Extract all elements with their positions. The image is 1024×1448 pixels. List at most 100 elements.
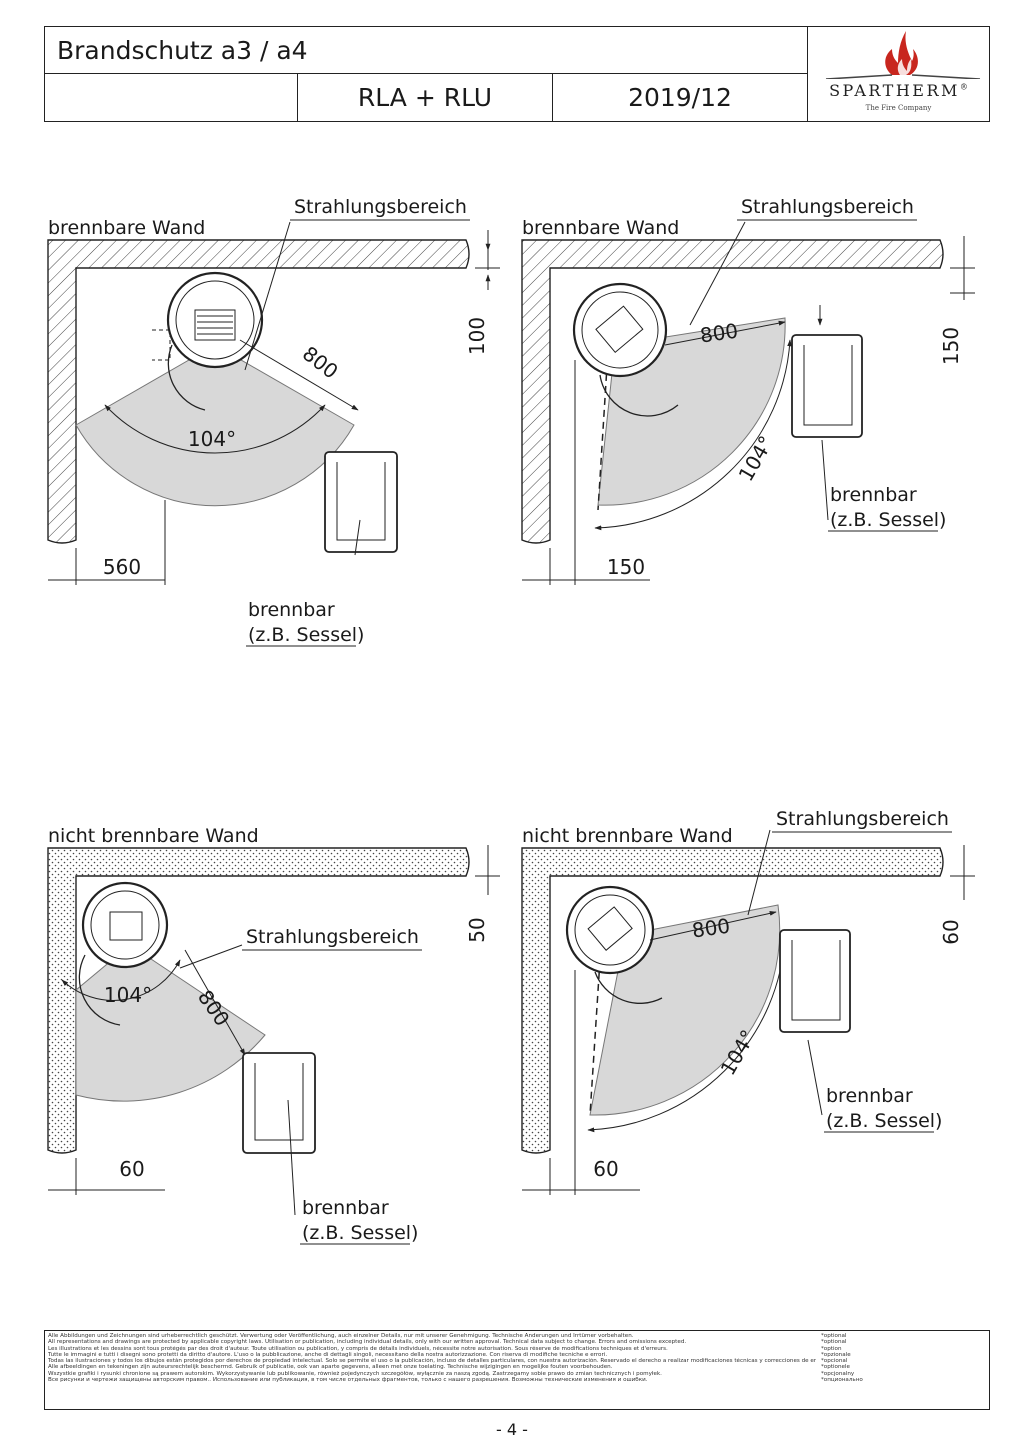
- dim-back-value: 60: [939, 919, 963, 944]
- dim-back-value: 150: [939, 327, 963, 365]
- angle-value: 104°: [188, 427, 236, 451]
- angle-arc: [594, 339, 793, 531]
- angle-value: 104°: [104, 983, 152, 1007]
- combustible-label: brennbar: [248, 599, 335, 621]
- dim-radius-value: 800: [298, 341, 343, 383]
- non-combustible-wall: [47, 847, 470, 1154]
- leader-radiation: [244, 221, 291, 371]
- dim-radius-value: 800: [690, 914, 731, 943]
- optional-nl: *optionele: [821, 1364, 850, 1371]
- diagram-3: nicht brennbare Wand Strahlungsbereich 5…: [47, 825, 500, 1245]
- armchair-seat: [254, 1063, 304, 1141]
- legal-line-it: Tutte le immagini e tutti i disegni sono…: [48, 1351, 608, 1358]
- armchair-seat: [803, 345, 853, 426]
- dim-side-value: 560: [103, 555, 141, 579]
- armchair-seat: [791, 940, 841, 1021]
- legal-line-en: All representations and drawings are pro…: [48, 1339, 687, 1346]
- flame-icon: [825, 31, 981, 80]
- legal-line-pl: Wszystkie grafiki i rysunki chronione są…: [48, 1370, 662, 1377]
- leader-combustible: [807, 1039, 823, 1116]
- dim-line-radius: [184, 949, 246, 1056]
- combustible-example: (z.B. Sessel): [302, 1222, 418, 1244]
- logo-name: SPARTHERM®: [829, 81, 968, 100]
- dim-line-radius: [664, 320, 786, 346]
- optional-de: *optional: [821, 1333, 847, 1339]
- stove-grate: [595, 305, 644, 353]
- dim-back-value: 50: [465, 917, 489, 942]
- optional-legend: *optional *optional *option *opzionale *…: [821, 1333, 981, 1383]
- title-block: Brandschutz a3 / a4 RLA + RLU 2019/12 SP…: [44, 26, 990, 122]
- stove-inner-ring: [574, 894, 646, 966]
- diagram-1: brennbare Wand Strahlungsbereich 100 800…: [47, 196, 500, 647]
- leader-radiation: [747, 829, 771, 916]
- wall-label: brennbare Wand: [522, 217, 679, 239]
- optional-en: *optional: [821, 1339, 847, 1346]
- legal-line-fr: Les illustrations et les dessins sont to…: [48, 1345, 668, 1352]
- leader-radiation: [689, 221, 746, 326]
- stove-body: [572, 282, 668, 378]
- armchair: [779, 929, 851, 1033]
- combustible-label: brennbar: [830, 484, 917, 506]
- angle-arc: [587, 934, 788, 1133]
- dim-back-value: 100: [465, 317, 489, 355]
- page-number: - 4 -: [496, 1420, 528, 1439]
- dim-line-radius: [239, 339, 359, 411]
- grate-bars: [197, 315, 233, 335]
- non-combustible-wall: [521, 847, 944, 1154]
- door-swing: [167, 344, 206, 411]
- combustible-example: (z.B. Sessel): [248, 624, 364, 646]
- stove-grate: [194, 309, 236, 341]
- legal-line-nl: Alle afbeeldingen en tekeningen zijn aut…: [48, 1364, 613, 1371]
- wall-label: nicht brennbare Wand: [48, 825, 259, 847]
- optional-es: *opcional: [821, 1358, 848, 1365]
- angle-arc: [61, 959, 181, 1001]
- combustible-wall: [47, 239, 470, 544]
- leader-combustible: [287, 1099, 296, 1216]
- stove-body: [166, 271, 264, 369]
- stove-grate: [109, 911, 143, 941]
- model-label: RLA + RLU: [298, 74, 553, 121]
- legal-line-de: Alle Abbildungen und Zeichnungen sind ur…: [48, 1333, 634, 1339]
- legal-line-ru: Все рисунки и чертежи защищены авторским…: [48, 1377, 648, 1384]
- stove-inner-ring: [90, 890, 160, 960]
- dim-side-value: 60: [593, 1157, 618, 1181]
- armchair-seat: [336, 462, 386, 541]
- dim-radius-value: 800: [698, 319, 739, 348]
- spartherm-logo: SPARTHERM® The Fire Company: [808, 27, 989, 121]
- zone-edge-dashed: [589, 959, 601, 1116]
- armchair: [791, 334, 863, 438]
- stove-grate: [587, 906, 633, 951]
- dim-line-radius: [649, 910, 777, 941]
- legal-line-es: Todas las ilustraciones y todos los dibu…: [48, 1358, 816, 1365]
- door-swing: [594, 971, 663, 1004]
- date-label: 2019/12: [553, 74, 808, 121]
- combustible-example: (z.B. Sessel): [826, 1110, 942, 1132]
- stove-inner-ring: [175, 280, 255, 360]
- wall-label: nicht brennbare Wand: [522, 825, 733, 847]
- logo-tagline: The Fire Company: [865, 104, 932, 112]
- door-swing: [599, 374, 679, 417]
- dim-side-value: 150: [607, 555, 645, 579]
- radiation-label: Strahlungsbereich: [776, 808, 949, 830]
- combustible-label: brennbar: [826, 1085, 913, 1107]
- wall-label: brennbare Wand: [48, 217, 205, 239]
- empty-cell: [45, 74, 298, 121]
- combustible-example: (z.B. Sessel): [830, 509, 946, 531]
- leader-combustible: [821, 439, 829, 521]
- optional-pl: *opcjonalny: [821, 1370, 855, 1377]
- stove-body: [565, 885, 655, 975]
- armchair: [242, 1052, 316, 1154]
- legal-footer: Alle Abbildungen und Zeichnungen sind ur…: [44, 1330, 990, 1410]
- armchair: [324, 451, 398, 553]
- zone-edge-dashed: [597, 349, 609, 511]
- angle-arc: [104, 404, 326, 454]
- radiation-zone: [75, 944, 266, 1102]
- combustible-wall: [521, 239, 944, 544]
- optional-outline: [152, 329, 171, 361]
- diagram-4: nicht brennbare Wand Strahlungsbereich 6…: [521, 808, 975, 1195]
- copyright-notice: Alle Abbildungen und Zeichnungen sind ur…: [48, 1333, 816, 1383]
- optional-fr: *option: [821, 1345, 842, 1352]
- stove-body: [81, 881, 169, 969]
- document-title: Brandschutz a3 / a4: [45, 27, 808, 74]
